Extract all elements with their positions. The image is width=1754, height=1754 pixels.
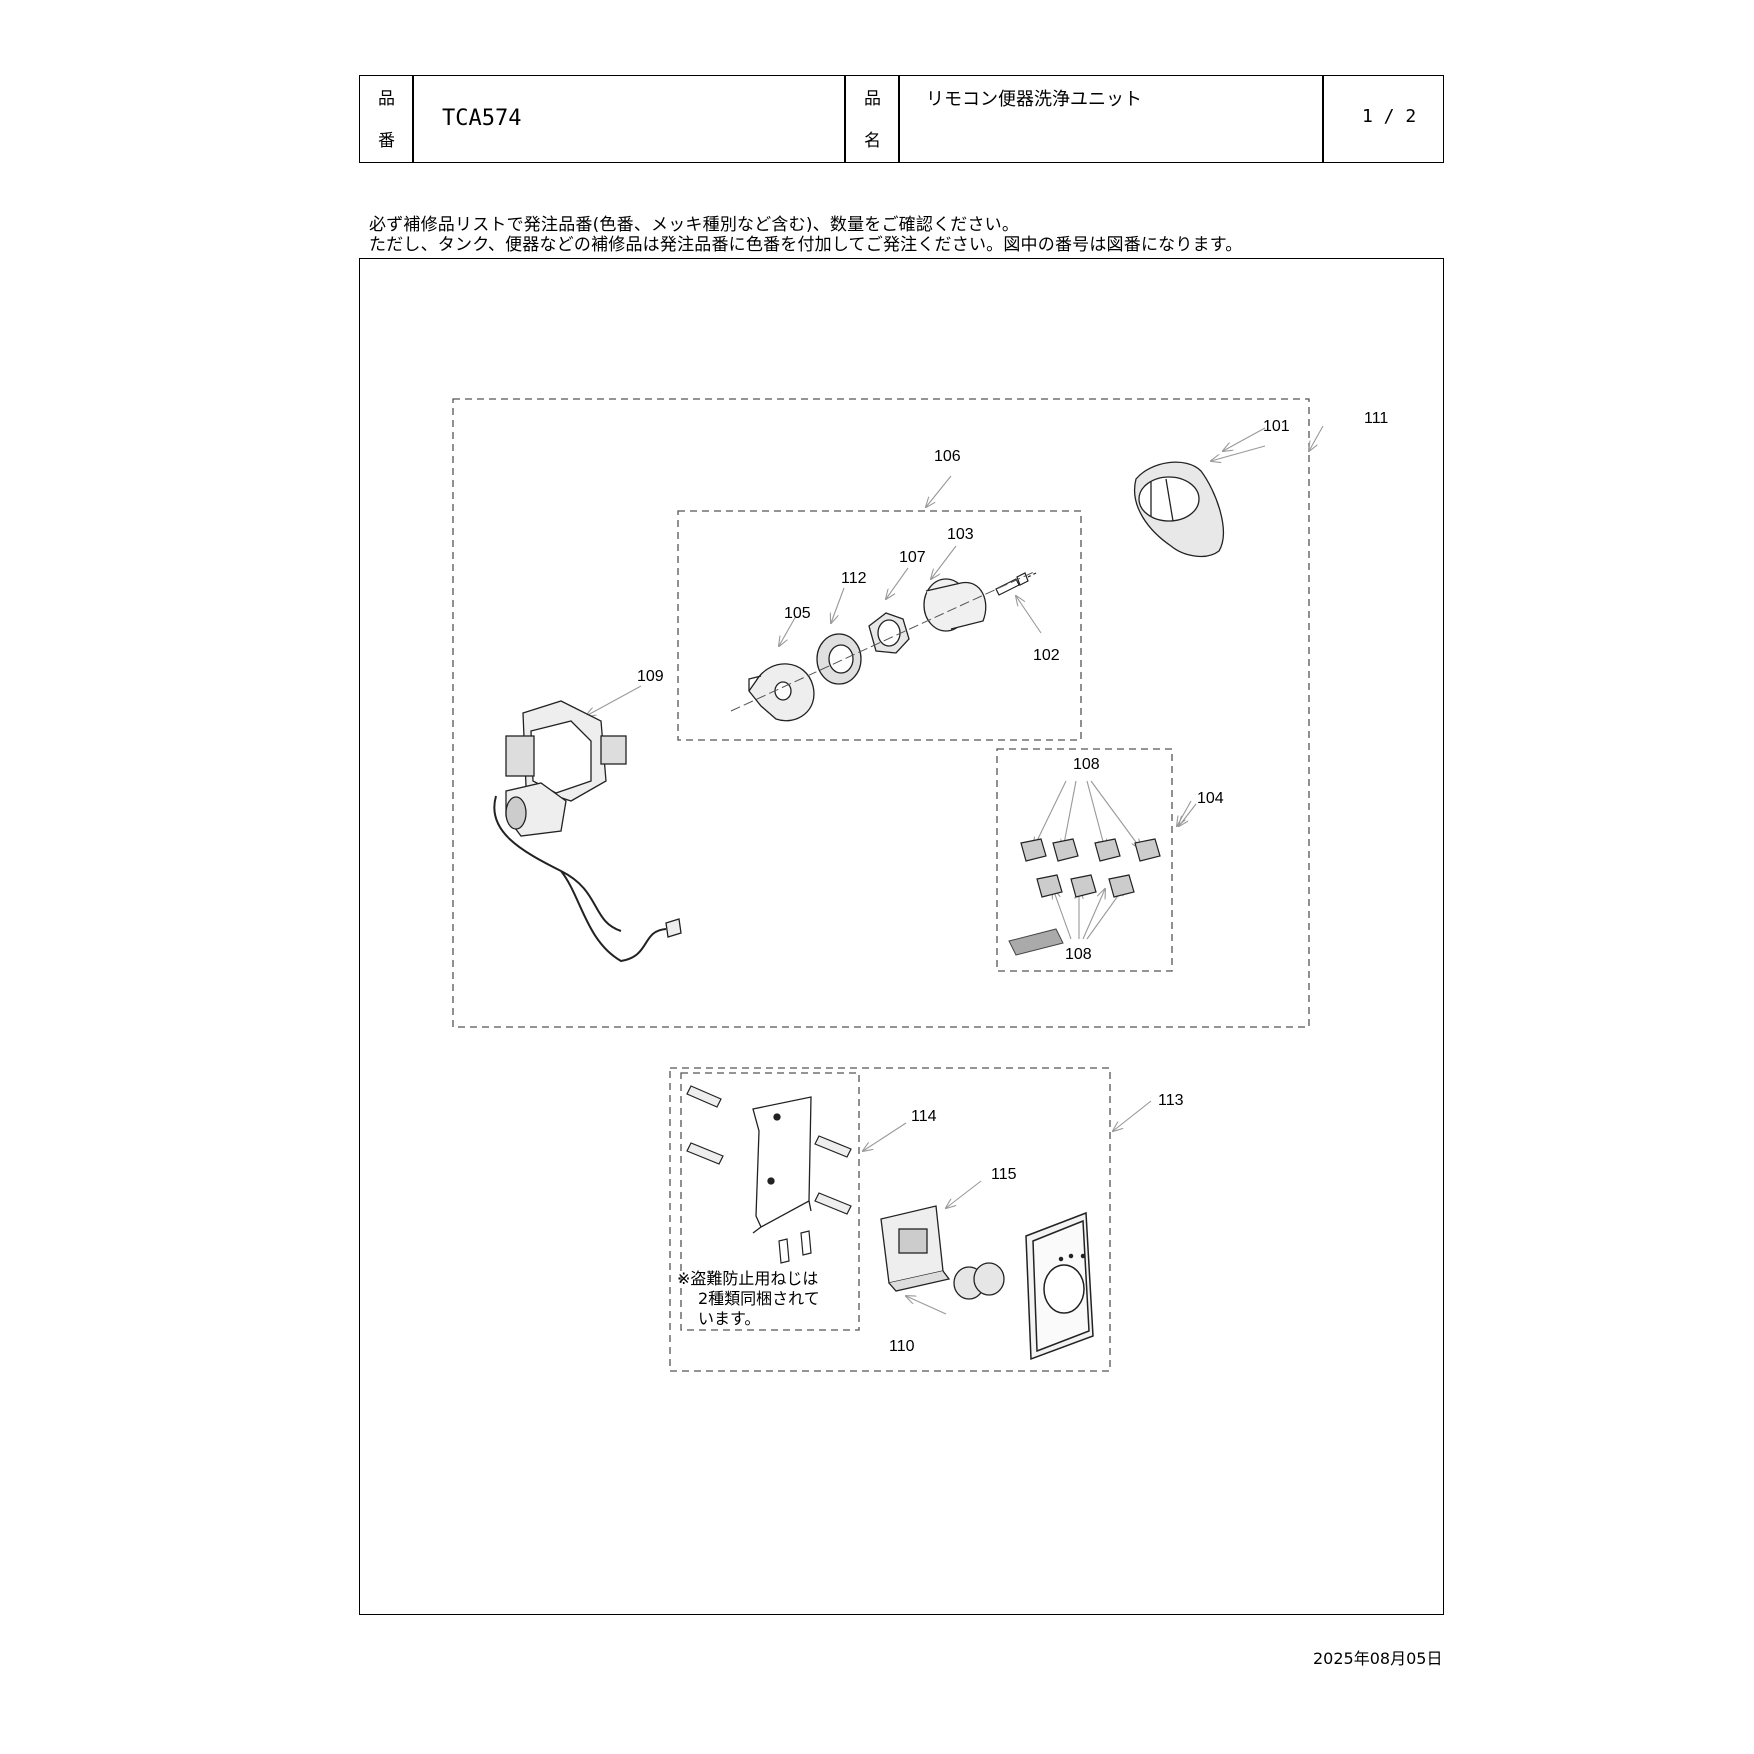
divider bbox=[1322, 76, 1324, 162]
callout-109: 109 bbox=[637, 668, 664, 685]
group-box-104 bbox=[996, 748, 1173, 972]
callout-105: 105 bbox=[784, 605, 811, 622]
callout-108a: 108 bbox=[1073, 756, 1100, 773]
note-line-1: 必ず補修品リストで発注品番(色番、メッキ種別など含む)、数量をご確認ください。 bbox=[369, 215, 1020, 235]
anti-theft-note-1: ※盗難防止用ねじは bbox=[677, 1269, 818, 1288]
callout-113: 113 bbox=[1158, 1092, 1184, 1109]
battery-holder-115 bbox=[880, 1205, 951, 1292]
part-name-label-2: 名 bbox=[864, 131, 881, 151]
part-name-label-1: 品 bbox=[864, 89, 881, 109]
header-table: 品 番 TCA574 品 名 リモコン便器洗浄ユニット 1 / 2 bbox=[359, 75, 1444, 163]
nut-107 bbox=[868, 612, 910, 654]
callout-110: 110 bbox=[889, 1338, 915, 1355]
group-box-113 bbox=[669, 1067, 1111, 1372]
callout-106: 106 bbox=[934, 448, 961, 465]
washer-112 bbox=[816, 633, 862, 685]
seal-pad-108 bbox=[1008, 928, 1064, 956]
callout-111: 111 bbox=[1364, 410, 1388, 427]
group-box-114 bbox=[680, 1072, 860, 1331]
divider bbox=[844, 76, 846, 162]
callout-104: 104 bbox=[1197, 790, 1224, 807]
group-box-106 bbox=[677, 510, 1082, 741]
issue-date: 2025年08月05日 bbox=[1313, 1649, 1443, 1668]
part-number-label-1: 品 bbox=[378, 89, 395, 109]
callout-107: 107 bbox=[899, 549, 926, 566]
screw-102 bbox=[995, 572, 1037, 596]
part-number-label-2: 番 bbox=[378, 131, 395, 151]
callout-115: 115 bbox=[991, 1166, 1017, 1183]
callout-101: 101 bbox=[1263, 418, 1290, 435]
remote-panel bbox=[1025, 1211, 1094, 1361]
anti-theft-note-2: 2種類同梱されて bbox=[698, 1289, 820, 1308]
ring-103 bbox=[923, 578, 987, 632]
divider bbox=[898, 76, 900, 162]
callout-112: 112 bbox=[841, 570, 867, 587]
note-line-2: ただし、タンク、便器などの補修品は発注品番に色番を付加してご発注ください。図中の… bbox=[369, 235, 1243, 255]
mounting-bracket-114 bbox=[752, 1096, 812, 1234]
callout-108b: 108 bbox=[1065, 946, 1092, 963]
clips-108 bbox=[1020, 838, 1161, 898]
group-box-111 bbox=[452, 398, 1310, 1028]
anti-theft-note-3: います。 bbox=[698, 1309, 760, 1328]
knob-cover-101 bbox=[1134, 461, 1224, 558]
divider bbox=[412, 76, 414, 162]
callout-103: 103 bbox=[947, 526, 974, 543]
anti-theft-screws bbox=[778, 1230, 812, 1264]
callout-114: 114 bbox=[911, 1108, 937, 1125]
valve-assembly-109 bbox=[493, 700, 682, 963]
plate-105 bbox=[748, 663, 815, 722]
diagram-svg: 101 111 106 103 107 112 105 102 109 108 … bbox=[452, 398, 1388, 1372]
anchor-plugs-114 bbox=[686, 1085, 852, 1215]
exploded-diagram: 101 111 106 103 107 112 105 102 109 108 … bbox=[359, 258, 1444, 1615]
part-name: リモコン便器洗浄ユニット bbox=[926, 89, 1142, 110]
batteries-110 bbox=[953, 1262, 1005, 1300]
part-number: TCA574 bbox=[442, 106, 522, 131]
page-indicator: 1 / 2 bbox=[1362, 106, 1417, 127]
callout-102: 102 bbox=[1033, 647, 1060, 664]
